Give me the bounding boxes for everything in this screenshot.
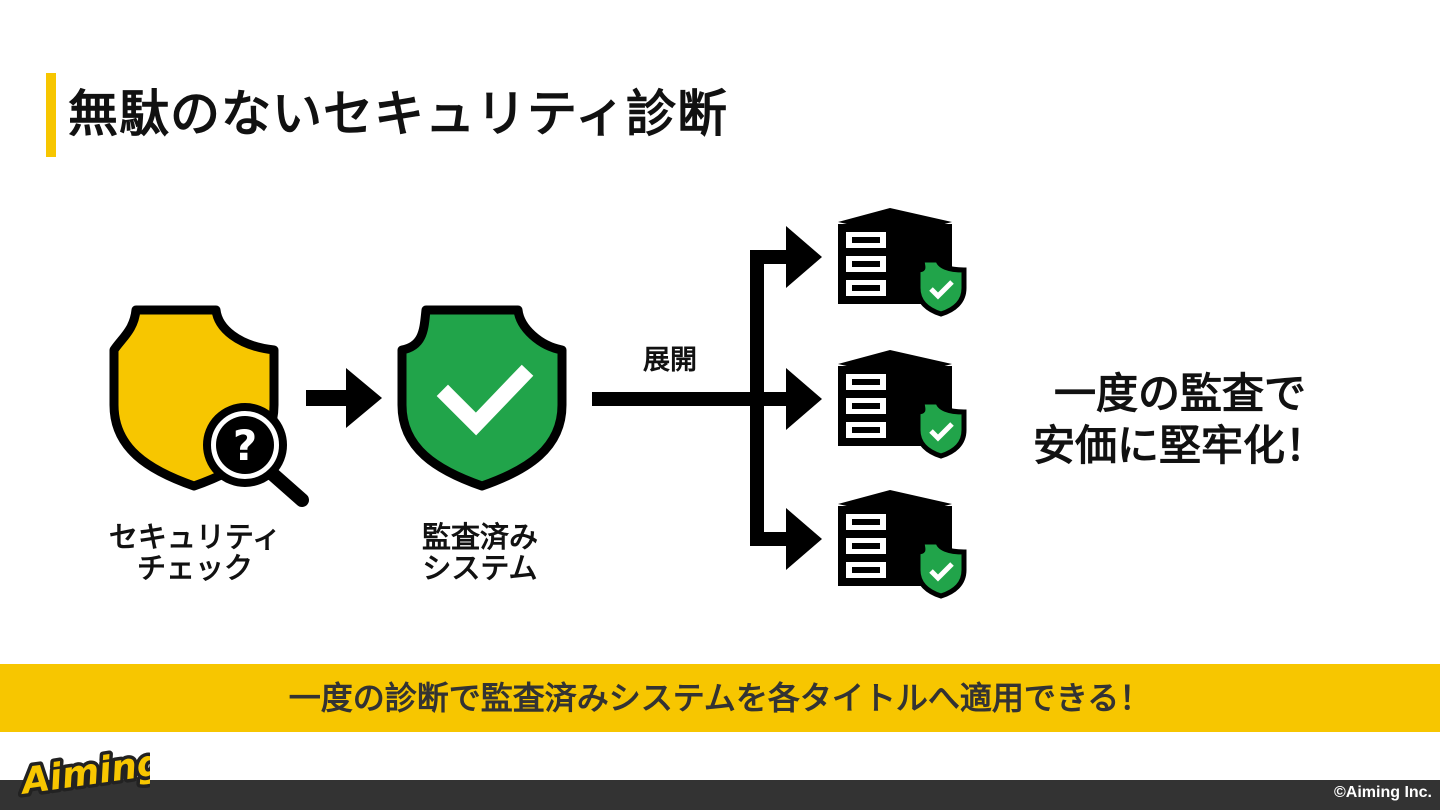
result-text: 一度の監査で 安価に堅牢化！ [1010, 368, 1350, 472]
copyright-text: ©Aiming Inc. [1333, 784, 1432, 801]
arrow-right-icon [306, 368, 382, 428]
magnifier-question-icon: ? [203, 403, 309, 507]
aiming-logo: Aiming [18, 748, 150, 800]
shield-check-icon [915, 257, 967, 317]
audited-system-label: 監査済み システム [380, 522, 580, 584]
shield-check-icon [915, 399, 967, 459]
question-mark: ? [233, 421, 257, 470]
server-stack-icon [838, 208, 967, 317]
result-line1: 一度の監査で [1053, 369, 1306, 418]
result-line2: 安価に堅牢化！ [1032, 421, 1327, 470]
audited-system-label-line1: 監査済み [421, 520, 538, 554]
deploy-connector [592, 226, 822, 570]
summary-banner-text: 一度の診断で監査済みシステムを各タイトルへ適用できる！ [288, 679, 1152, 717]
server-stack-icon [838, 490, 967, 599]
audited-system-label-line2: システム [422, 551, 538, 585]
green-shield-check-icon [397, 305, 567, 491]
svg-text:Aiming: Aiming [18, 748, 150, 800]
title-accent-bar [46, 73, 56, 157]
security-check-label-line1: セキュリティ [108, 520, 282, 554]
shield-check-icon [915, 539, 967, 599]
deploy-label: 展開 [643, 345, 697, 376]
footer-bar: ©Aiming Inc. [0, 780, 1440, 810]
security-check-label: セキュリティ チェック [90, 522, 300, 584]
page-title: 無駄のないセキュリティ診断 [68, 85, 728, 143]
summary-banner: 一度の診断で監査済みシステムを各タイトルへ適用できる！ [0, 664, 1440, 732]
server-stack-icon [838, 350, 967, 459]
security-check-label-line2: チェック [136, 551, 253, 585]
